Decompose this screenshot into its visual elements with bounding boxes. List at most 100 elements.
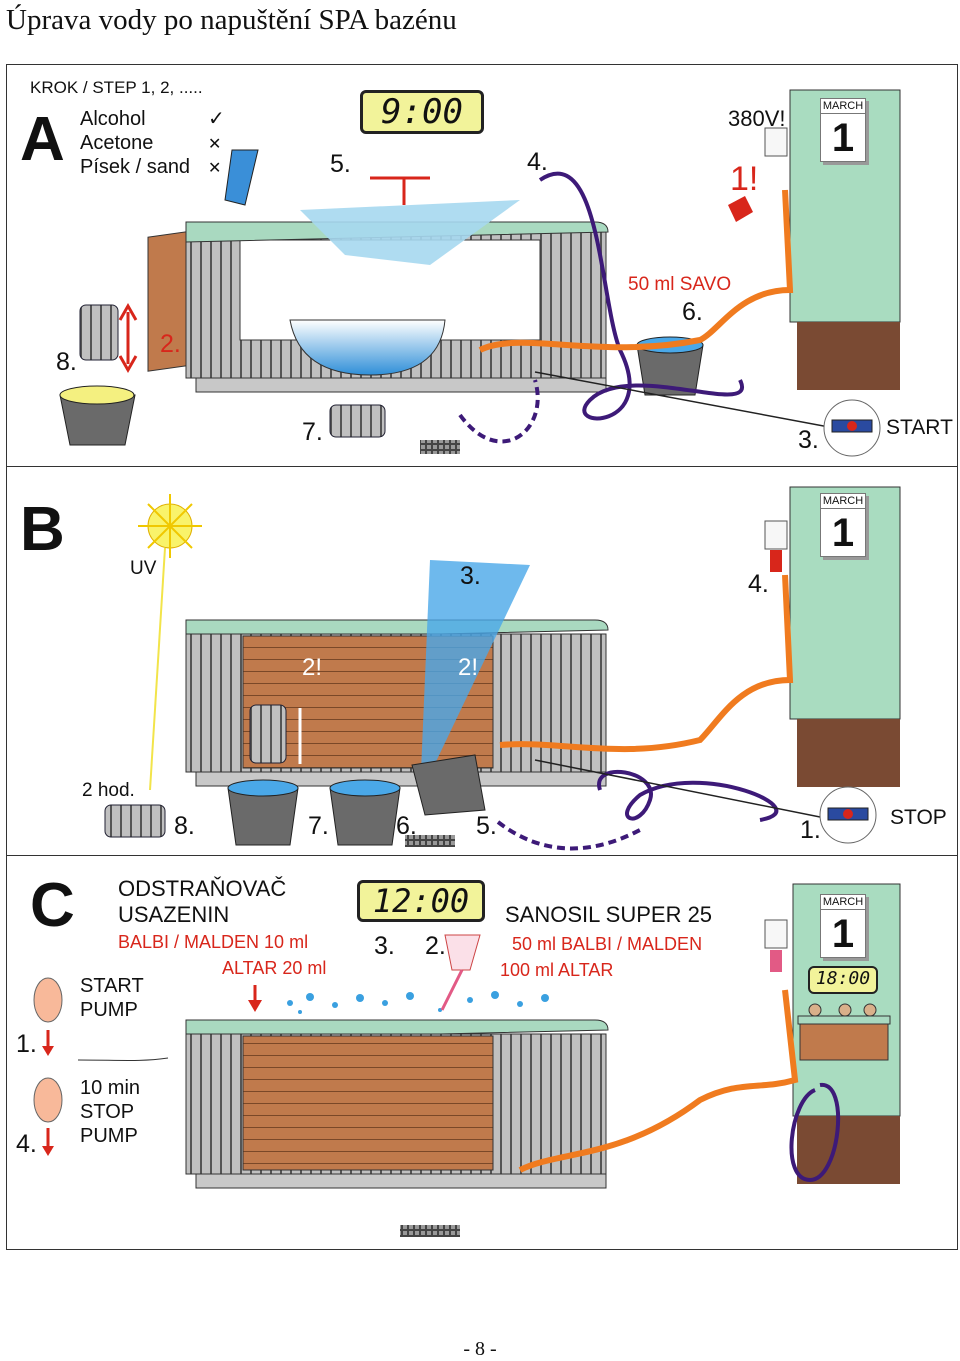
cross-icon: ✕	[208, 160, 222, 177]
stop-pump-line-2: STOP	[80, 1101, 135, 1123]
spa-base-b	[195, 771, 607, 787]
material-acetone: Acetone	[80, 132, 154, 154]
cable-b	[534, 759, 836, 821]
water-spray-a	[300, 200, 520, 265]
measure-cup-c	[444, 934, 481, 971]
voltage-label: 380V!	[728, 106, 786, 131]
start-pump-line-1: START	[80, 975, 144, 997]
step-8-b: 8.	[174, 812, 195, 840]
person-icon-3	[863, 1003, 877, 1017]
calendar-day: 1	[831, 116, 855, 160]
step-header: KROK / STEP 1, 2, .....	[30, 78, 203, 97]
warning-label-a: 1!	[730, 160, 759, 198]
step-5-b: 5.	[476, 812, 497, 840]
socket-b	[764, 520, 788, 550]
calendar-month: MARCH	[821, 100, 865, 114]
step-7-b: 7.	[308, 812, 329, 840]
calendar-month: MARCH	[821, 495, 865, 509]
warning-label-b2: 2!	[458, 654, 479, 681]
bucket-7b	[329, 787, 401, 846]
product-title-line-1: ODSTRAŇOVAČ	[118, 876, 287, 901]
panel-base-c	[797, 1116, 900, 1184]
section-divider-ab	[6, 466, 958, 467]
panel-base-b	[797, 719, 900, 787]
finger-icon-start	[33, 977, 63, 1023]
calendar-c: MARCH 1	[820, 894, 866, 958]
product-title: ODSTRAŇOVAČ USAZENIN	[118, 876, 286, 928]
water-spray-b	[420, 560, 530, 795]
stop-label: STOP	[890, 806, 947, 829]
panel-base-a	[797, 322, 900, 390]
orange-hose-b	[499, 574, 794, 753]
step-4-c: 4.	[16, 1130, 37, 1158]
calendar-b: MARCH 1	[820, 493, 866, 557]
orange-hose-a	[478, 189, 794, 353]
person-icon-1	[808, 1003, 822, 1017]
arrow-lid-a	[370, 176, 430, 205]
bucket-6b	[411, 754, 486, 816]
section-a-letter: A	[20, 105, 65, 174]
stop-pump-line-3: PUMP	[80, 1125, 138, 1147]
timer-display-a: 9:00	[360, 90, 484, 134]
purple-hose-a	[538, 171, 744, 421]
dashed-hose-a	[458, 379, 540, 444]
filter-8a	[79, 304, 119, 361]
uv-ray	[149, 547, 166, 791]
socket-a	[764, 127, 788, 157]
step-3-a: 3.	[798, 426, 819, 454]
calendar-day: 1	[831, 912, 855, 956]
spa-base-c	[195, 1173, 607, 1189]
sun-rays-icon	[138, 494, 202, 558]
spa-wood-c	[242, 1035, 494, 1171]
step-3-b: 3.	[460, 562, 481, 590]
step-6-b: 6.	[396, 812, 417, 840]
filter-b	[249, 704, 287, 764]
diagram-frame	[6, 64, 958, 1250]
product-title-line-2: USAZENIN	[118, 902, 230, 927]
sanosil-dose-balbi: 50 ml BALBI / MALDEN	[512, 934, 703, 954]
drain-c	[400, 1225, 460, 1237]
step-1-b: 1.	[800, 816, 821, 844]
drain-a	[420, 440, 460, 454]
filter-2hod	[104, 804, 166, 838]
stop-pump-line-1: 10 min	[80, 1077, 141, 1099]
sanosil-dose-altar: 100 ml ALTAR	[500, 960, 614, 980]
step-4-b: 4.	[748, 570, 769, 598]
check-icon: ✓	[208, 108, 225, 130]
dashed-hose-b	[496, 820, 641, 851]
start-pump-line-2: PUMP	[80, 999, 138, 1021]
step-6-a: 6.	[682, 298, 703, 326]
section-b-letter: B	[20, 495, 65, 564]
section-divider-bc	[6, 855, 958, 856]
socket-c	[764, 919, 788, 949]
section-c-letter: C	[30, 871, 75, 940]
orange-hose-c	[518, 989, 799, 1173]
page-title: Úprava vody po napuštění SPA bazénu	[6, 4, 457, 36]
mini-spa-c	[799, 1021, 889, 1061]
page-number: - 8 -	[463, 1338, 497, 1360]
step-5-a: 5.	[330, 150, 351, 178]
calendar-month: MARCH	[821, 896, 865, 910]
bucket-8b	[227, 787, 299, 846]
dose-altar: ALTAR 20 ml	[222, 958, 327, 978]
calendar-day: 1	[831, 511, 855, 555]
step-3-c: 3.	[374, 932, 395, 960]
spa-base-a	[195, 377, 607, 393]
cable-a	[534, 371, 846, 431]
spray-bottle	[224, 149, 259, 206]
pump-divider-line	[77, 1057, 169, 1061]
step-4-a: 4.	[527, 148, 548, 176]
step-2-c: 2.	[425, 932, 446, 960]
purple-hose-c	[789, 1082, 841, 1183]
plug-c	[770, 950, 782, 972]
dose-balbi: BALBI / MALDEN 10 ml	[118, 932, 309, 952]
finger-icon-stop	[33, 1077, 63, 1123]
calendar-a: MARCH 1	[820, 98, 866, 162]
step-2-a: 2.	[160, 330, 181, 358]
cross-icon: ✕	[208, 136, 222, 153]
plug-b	[770, 550, 782, 572]
spa-water-a	[289, 319, 446, 376]
step-8-a: 8.	[56, 348, 77, 376]
person-icon-2	[838, 1003, 852, 1017]
